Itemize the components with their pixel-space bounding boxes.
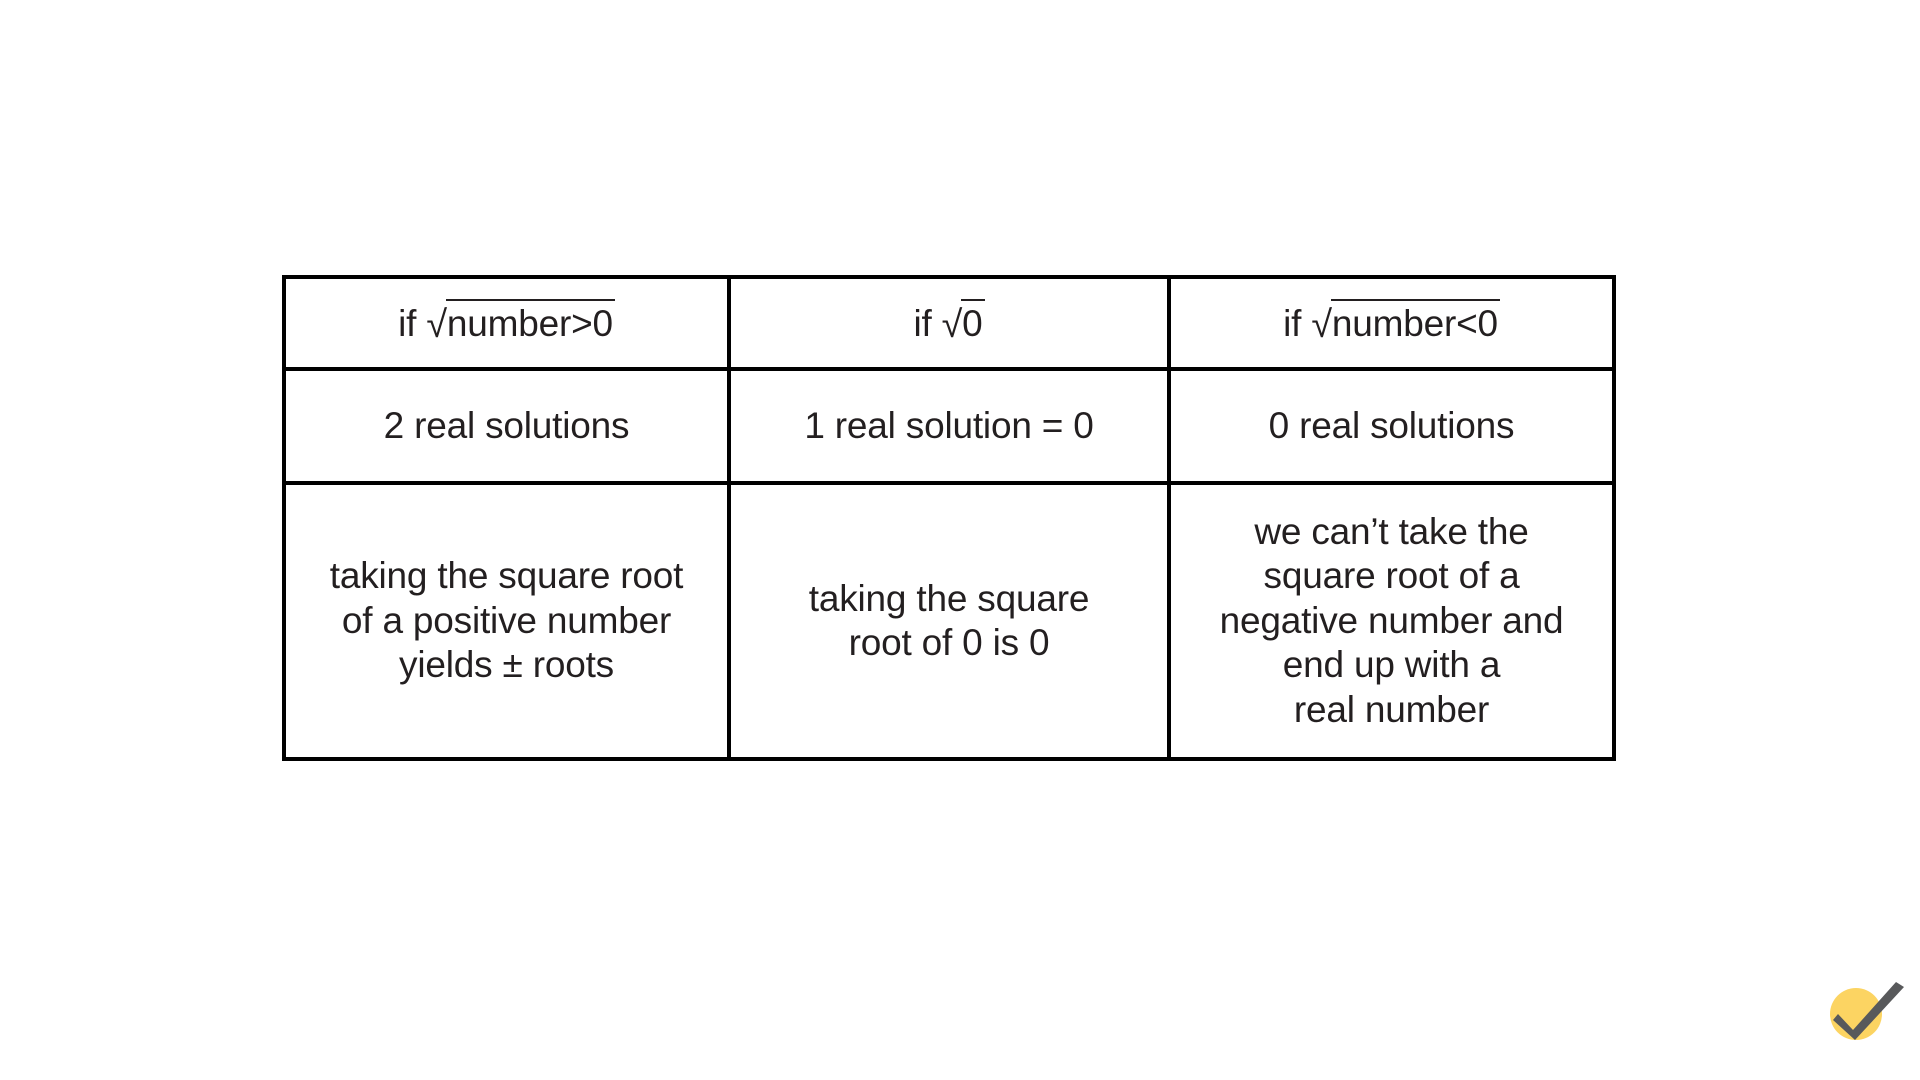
header-prefix-zero: if (913, 303, 942, 345)
radical-expression-positive: if √number>0 (398, 299, 615, 346)
logo-check-mark (1833, 982, 1904, 1040)
radicand-negative: number<0 (1330, 299, 1500, 346)
table-row-solution-counts: 2 real solutions 1 real solution = 0 0 r… (282, 367, 1616, 485)
radical-expression-negative: if √number<0 (1283, 299, 1500, 346)
header-cell-positive: if √number>0 (282, 275, 731, 371)
radical-sign-icon: √ (426, 303, 447, 346)
header-cell-zero: if √0 (727, 275, 1171, 371)
explanation-cell-positive: taking the square root of a positive num… (282, 481, 731, 761)
header-cell-negative: if √number<0 (1167, 275, 1616, 371)
square-root-cases-table: if √number>0 if √0 if √number<0 2 real s… (282, 275, 1616, 761)
table-row-headers: if √number>0 if √0 if √number<0 (282, 275, 1616, 371)
solutions-cell-negative: 0 real solutions (1167, 367, 1616, 485)
explanation-text-negative: we can’t take the square root of a negat… (1219, 511, 1564, 730)
solutions-text-zero: 1 real solution = 0 (804, 404, 1094, 446)
radical-sign-icon: √ (1311, 303, 1332, 346)
solutions-text-positive: 2 real solutions (383, 404, 630, 446)
explanation-text-zero: taking the square root of 0 is 0 (808, 577, 1090, 663)
explanation-text-positive: taking the square root of a positive num… (329, 555, 684, 686)
radicand-positive: number>0 (445, 299, 615, 346)
checkmark-logo-icon (1830, 982, 1904, 1040)
header-prefix-negative: if (1283, 303, 1312, 345)
explanation-cell-zero: taking the square root of 0 is 0 (727, 481, 1171, 761)
table-row-explanations: taking the square root of a positive num… (282, 481, 1616, 761)
explanation-cell-negative: we can’t take the square root of a negat… (1167, 481, 1616, 761)
solutions-cell-positive: 2 real solutions (282, 367, 731, 485)
solutions-cell-zero: 1 real solution = 0 (727, 367, 1171, 485)
solutions-text-negative: 0 real solutions (1268, 404, 1515, 446)
header-prefix-positive: if (398, 303, 427, 345)
radical-sign-icon: √ (941, 303, 963, 346)
radical-expression-zero: if √0 (913, 299, 985, 346)
radicand-zero: 0 (961, 299, 985, 346)
